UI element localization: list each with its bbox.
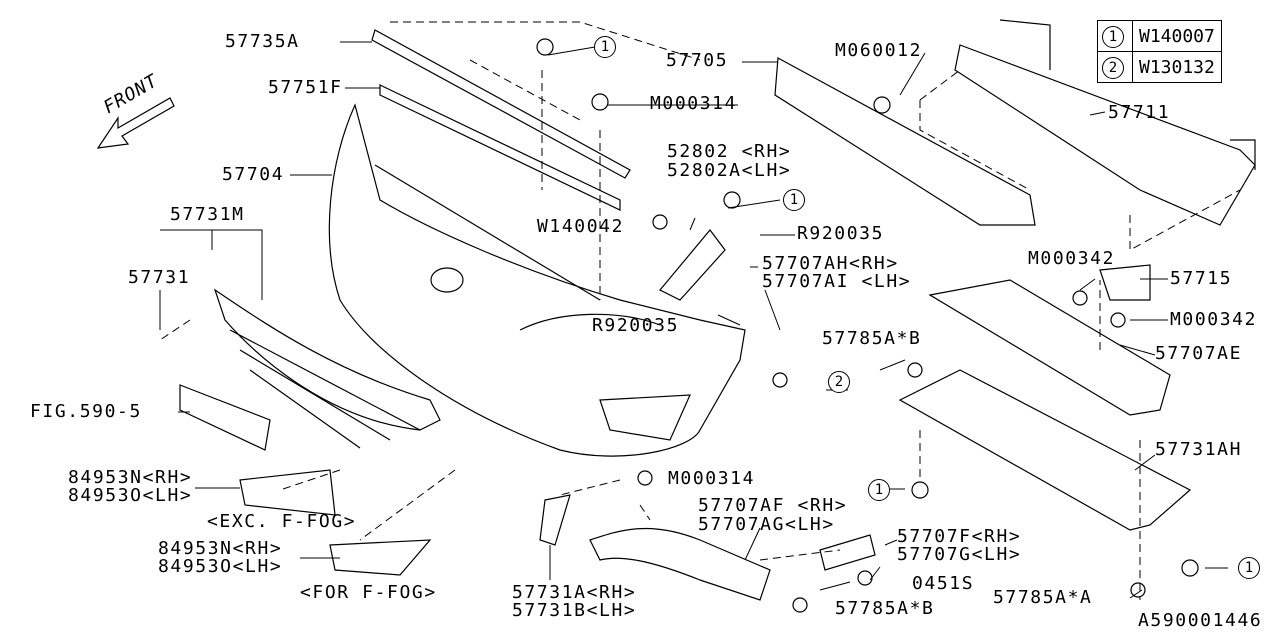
part-label[interactable]: 57707G<LH> (897, 544, 1022, 565)
part-label[interactable]: 57731 (128, 267, 191, 288)
part-label[interactable]: 57731B<LH> (512, 600, 637, 621)
part-label[interactable]: 57707AH<RH> (762, 253, 899, 274)
part-label[interactable]: 57704 (222, 164, 285, 185)
part-label[interactable]: 57785A*B (835, 598, 935, 619)
part-57731ah-undercover (898, 369, 1192, 531)
part-label[interactable]: M060012 (835, 40, 923, 61)
part-label[interactable]: M000314 (668, 468, 756, 489)
part-label[interactable]: 57785A*A (993, 587, 1093, 608)
callout-2-icon: 2 (1102, 56, 1124, 79)
part-label[interactable]: 57731M (170, 204, 245, 225)
part-fig590-bracket (179, 384, 271, 451)
fastener-icons (536, 38, 1199, 613)
part-label[interactable]: 57711 (1108, 102, 1171, 123)
part-label[interactable]: W140042 (537, 216, 625, 237)
part-label[interactable]: 84953O<LH> (68, 485, 193, 506)
part-label[interactable]: 57707AE (1155, 343, 1243, 364)
part-57707f (819, 534, 876, 571)
callout-2-icon: 2 (828, 371, 850, 393)
legend-part: W130132 (1132, 51, 1222, 83)
part-57705-absorber (774, 57, 1036, 226)
callout-1-icon: 1 (783, 189, 805, 211)
fastener-legend: 1 W140007 2 W130132 (1097, 20, 1222, 83)
part-57715 (1099, 264, 1151, 301)
part-label[interactable]: 57707AG<LH> (698, 514, 835, 535)
part-label[interactable]: 57751F (268, 77, 343, 98)
part-label[interactable]: 57731A<RH> (512, 582, 637, 603)
diagram-id: A590001446 (1138, 610, 1263, 631)
callout-1-icon: 1 (1238, 557, 1260, 579)
part-84953-exc (239, 469, 336, 516)
part-label[interactable]: 84953O<LH> (158, 556, 283, 577)
part-label[interactable]: 57707AI <LH> (762, 271, 912, 292)
part-label[interactable]: 57735A (225, 31, 300, 52)
variant-note: <FOR F-FOG> (300, 582, 437, 603)
part-57731a (539, 494, 571, 546)
callout-1-icon: 1 (1102, 25, 1124, 48)
part-label[interactable]: M000342 (1028, 248, 1116, 269)
part-label[interactable]: 57731AH (1155, 439, 1243, 460)
part-label[interactable]: 57707AF <RH> (698, 495, 848, 516)
callout-1-icon: 1 (594, 36, 616, 58)
part-label[interactable]: 84953N<RH> (68, 467, 193, 488)
part-label[interactable]: 57707F<RH> (897, 526, 1022, 547)
part-57704-bumper (328, 103, 746, 457)
part-label[interactable]: 57705 (666, 50, 729, 71)
part-84953-for (329, 539, 432, 576)
part-label[interactable]: 52802A<LH> (667, 160, 792, 181)
part-57707af (589, 527, 771, 601)
figure-reference[interactable]: FIG.590-5 (30, 401, 142, 422)
part-57711-beam (954, 44, 1256, 226)
part-label[interactable]: 57715 (1170, 268, 1233, 289)
part-57707ae-cover (928, 279, 1171, 416)
legend-part: W140007 (1132, 20, 1222, 52)
legend-row: 1 W140007 (1097, 20, 1222, 52)
part-label[interactable]: 84953N<RH> (158, 538, 283, 559)
part-label[interactable]: M000314 (650, 93, 738, 114)
part-label[interactable]: 0451S (912, 573, 975, 594)
front-arrow-icon (96, 97, 175, 149)
part-52802 (659, 229, 726, 301)
legend-row: 2 W130132 (1097, 51, 1222, 83)
part-label[interactable]: 57785A*B (822, 328, 922, 349)
part-label[interactable]: 52802 <RH> (667, 141, 792, 162)
part-label[interactable]: M000342 (1170, 309, 1258, 330)
part-57751f (379, 84, 621, 211)
variant-note: <EXC. F-FOG> (207, 511, 357, 532)
part-57735a (371, 29, 631, 179)
part-label[interactable]: R920035 (797, 223, 885, 244)
part-57731m-grille (213, 288, 441, 431)
part-label[interactable]: R920035 (592, 315, 680, 336)
callout-1-icon: 1 (868, 479, 890, 501)
